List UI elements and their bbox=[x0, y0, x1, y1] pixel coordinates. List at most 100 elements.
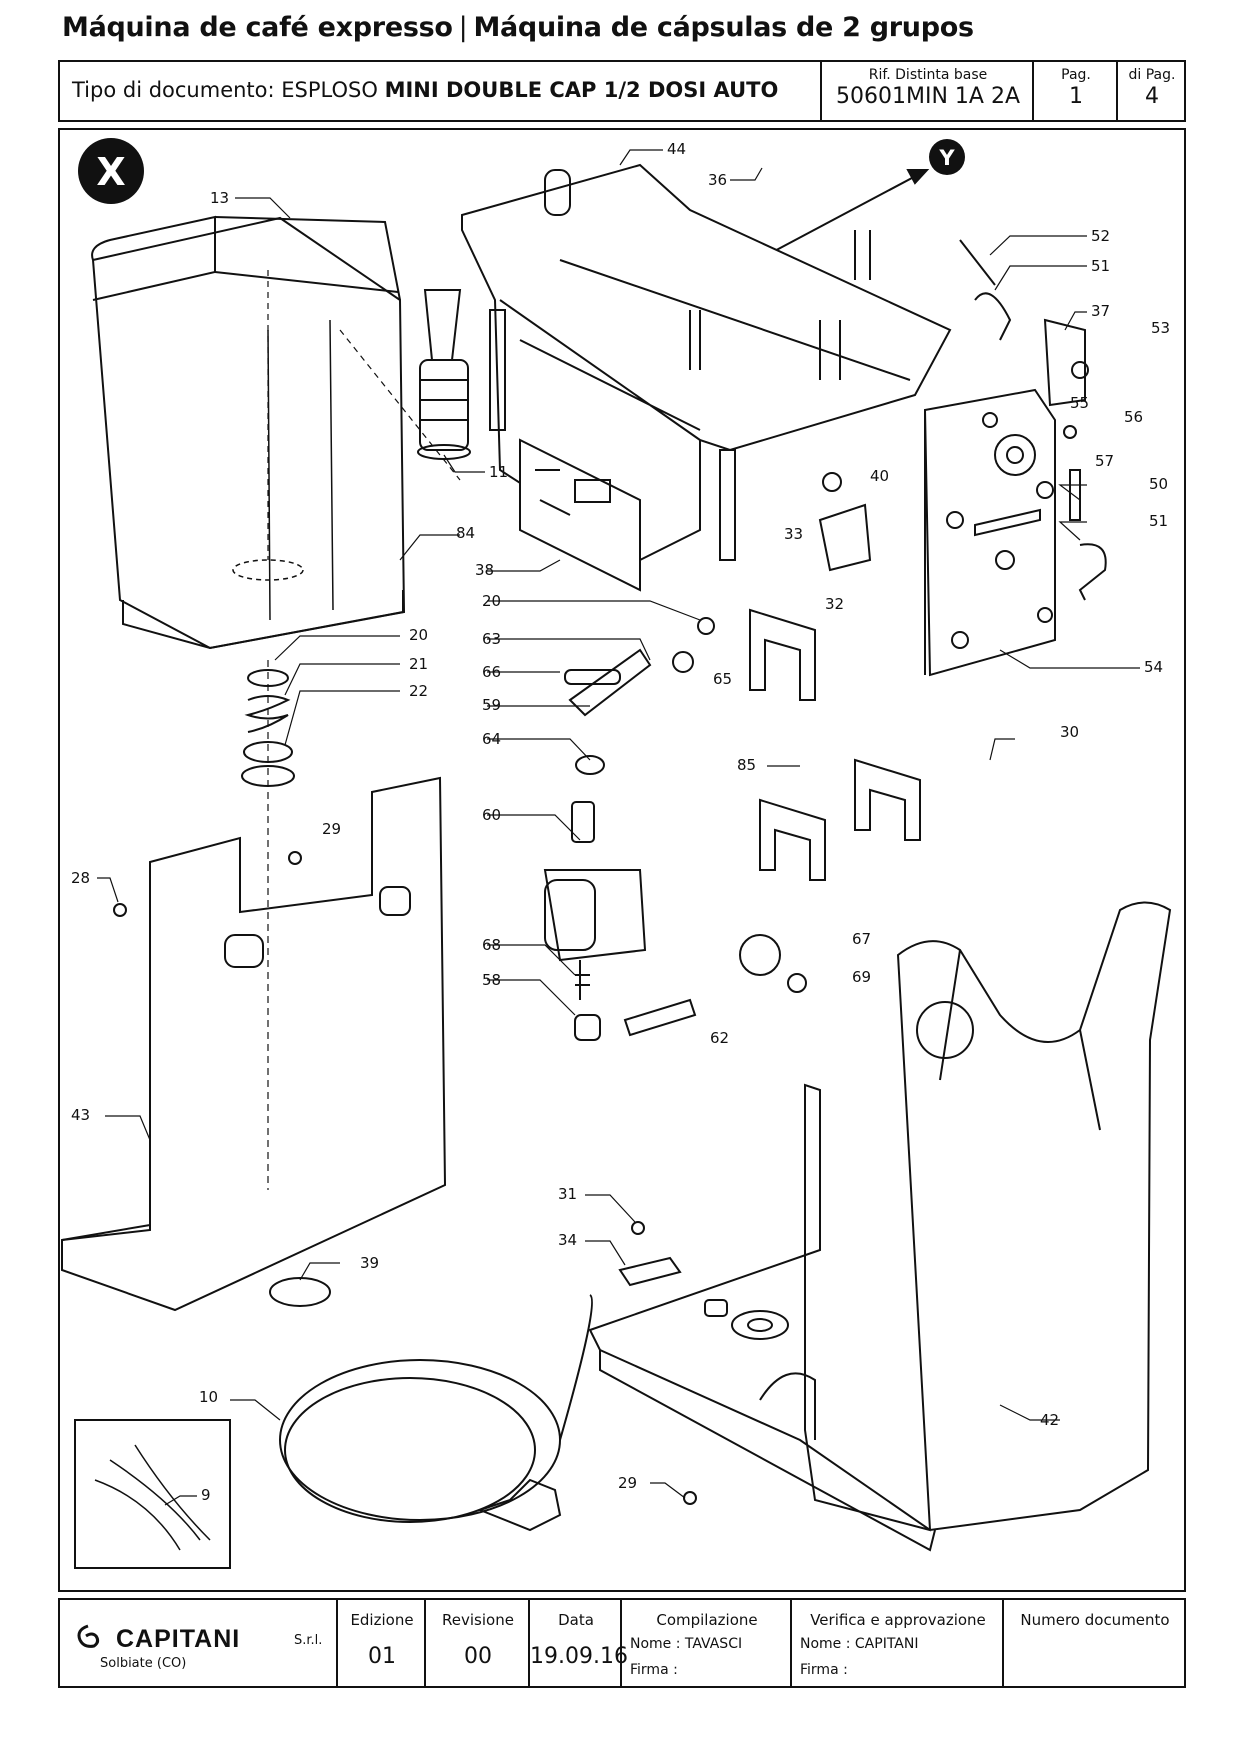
company-logo-icon bbox=[70, 1622, 106, 1658]
title-part-1: Máquina de café expresso bbox=[62, 12, 453, 43]
svg-text:Y: Y bbox=[938, 146, 955, 170]
label-66: 66 bbox=[482, 663, 501, 681]
label-69: 69 bbox=[852, 968, 871, 986]
label-64: 64 bbox=[482, 730, 501, 748]
verifica-cell: Verifica e approvazione Nome : CAPITANI … bbox=[790, 1600, 1004, 1686]
label-42: 42 bbox=[1040, 1411, 1059, 1429]
revisione-value: 00 bbox=[464, 1644, 492, 1669]
screw-31 bbox=[631, 1221, 645, 1235]
data-cell: Data 19.09.16 bbox=[528, 1600, 628, 1686]
bush-64 bbox=[575, 755, 605, 775]
label-58: 58 bbox=[482, 971, 501, 989]
label-57: 57 bbox=[1095, 452, 1114, 470]
label-31: 31 bbox=[558, 1185, 577, 1203]
tube-66 bbox=[564, 669, 621, 685]
dipag-cell: di Pag. 4 bbox=[1116, 62, 1186, 120]
label-54: 54 bbox=[1144, 658, 1163, 676]
edizione-label: Edizione bbox=[350, 1611, 414, 1629]
label-29b: 29 bbox=[618, 1474, 637, 1492]
hose-62 bbox=[623, 998, 697, 1037]
company-suffix: S.r.l. bbox=[294, 1633, 323, 1648]
label-56: 56 bbox=[1124, 408, 1143, 426]
plate-33 bbox=[818, 503, 872, 572]
verifica-firma: Firma : bbox=[800, 1662, 848, 1678]
label-29: 29 bbox=[322, 820, 341, 838]
rif-label: Rif. Distinta base bbox=[868, 67, 988, 83]
power-cord bbox=[279, 1294, 593, 1532]
label-62: 62 bbox=[710, 1029, 729, 1047]
fitting-20 bbox=[697, 617, 715, 635]
label-59: 59 bbox=[482, 696, 501, 714]
pag-value: 1 bbox=[1069, 84, 1083, 109]
data-label: Data bbox=[558, 1611, 594, 1629]
doc-type-model: MINI DOUBLE CAP 1/2 DOSI AUTO bbox=[384, 78, 779, 102]
flowmeter-67 bbox=[739, 934, 781, 976]
document-footer: CAPITANI S.r.l. Solbiate (CO) Edizione 0… bbox=[58, 1598, 1186, 1688]
label-50: 50 bbox=[1149, 475, 1168, 493]
label-30: 30 bbox=[1060, 723, 1079, 741]
page-title: Máquina de café expresso|Máquina de cáps… bbox=[62, 12, 974, 43]
screw-29 bbox=[288, 851, 302, 865]
control-board bbox=[519, 438, 641, 592]
gasket-39 bbox=[269, 1277, 331, 1307]
numero-documento-label: Numero documento bbox=[1020, 1611, 1170, 1629]
water-filter bbox=[417, 289, 471, 460]
label-65: 65 bbox=[713, 670, 732, 688]
rif-cell: Rif. Distinta base 50601MIN 1A 2A bbox=[820, 62, 1034, 120]
pag-label: Pag. bbox=[1061, 67, 1091, 83]
label-28: 28 bbox=[71, 869, 90, 887]
compilazione-name: Nome : TAVASCI bbox=[630, 1636, 743, 1652]
label-34: 34 bbox=[558, 1231, 577, 1249]
label-60: 60 bbox=[482, 806, 501, 824]
label-32: 32 bbox=[825, 595, 844, 613]
label-43: 43 bbox=[71, 1106, 90, 1124]
label-36: 36 bbox=[708, 171, 727, 189]
compilazione-firma: Firma : bbox=[630, 1662, 678, 1678]
label-38: 38 bbox=[475, 561, 494, 579]
vibration-pump bbox=[543, 801, 647, 1041]
title-separator: | bbox=[458, 12, 468, 43]
revisione-label: Revisione bbox=[442, 1611, 514, 1629]
label-51: 51 bbox=[1091, 257, 1110, 275]
cable-clamp-34 bbox=[618, 1256, 682, 1287]
screw-29b bbox=[683, 1491, 697, 1505]
drawing-frame bbox=[58, 128, 1186, 1592]
company-location: Solbiate (CO) bbox=[100, 1656, 187, 1671]
pag-cell: Pag. 1 bbox=[1032, 62, 1118, 120]
edizione-value: 01 bbox=[368, 1644, 396, 1669]
label-52: 52 bbox=[1091, 227, 1110, 245]
view-marker-y: Y bbox=[929, 139, 965, 175]
label-20: 20 bbox=[482, 592, 501, 610]
front-frame bbox=[588, 901, 1172, 1552]
verifica-label: Verifica e approvazione bbox=[810, 1611, 986, 1629]
compilazione-cell: Compilazione Nome : TAVASCI Firma : bbox=[620, 1600, 792, 1686]
revisione-cell: Revisione 00 bbox=[424, 1600, 530, 1686]
cap-69 bbox=[787, 973, 807, 993]
label-21: 21 bbox=[409, 655, 428, 673]
dipag-value: 4 bbox=[1145, 84, 1159, 109]
wiring-inset bbox=[74, 1419, 231, 1569]
svg-text:X: X bbox=[96, 150, 125, 194]
water-tank bbox=[91, 215, 461, 650]
valve-assembly-20-22 bbox=[241, 669, 295, 787]
label-9: 9 bbox=[201, 1486, 211, 1504]
label-84: 84 bbox=[456, 524, 475, 542]
label-63: 63 bbox=[482, 630, 501, 648]
verifica-name: Nome : CAPITANI bbox=[800, 1636, 919, 1652]
label-85: 85 bbox=[737, 756, 756, 774]
label-39: 39 bbox=[360, 1254, 379, 1272]
solenoid-valve-63 bbox=[568, 648, 652, 717]
label-22: 22 bbox=[409, 682, 428, 700]
document-header: Tipo di documento: ESPLOSO MINI DOUBLE C… bbox=[58, 60, 1186, 122]
label-40: 40 bbox=[870, 467, 889, 485]
data-value: 19.09.16 bbox=[530, 1644, 628, 1669]
view-marker-x: X bbox=[78, 138, 144, 204]
label-53: 53 bbox=[1151, 319, 1170, 337]
label-11: 11 bbox=[489, 463, 508, 481]
doc-type-label: Tipo di documento: bbox=[72, 78, 275, 102]
label-20b: 20 bbox=[409, 626, 428, 644]
label-37: 37 bbox=[1091, 302, 1110, 320]
edizione-cell: Edizione 01 bbox=[336, 1600, 426, 1686]
elbow-fitting-2 bbox=[1078, 543, 1107, 601]
